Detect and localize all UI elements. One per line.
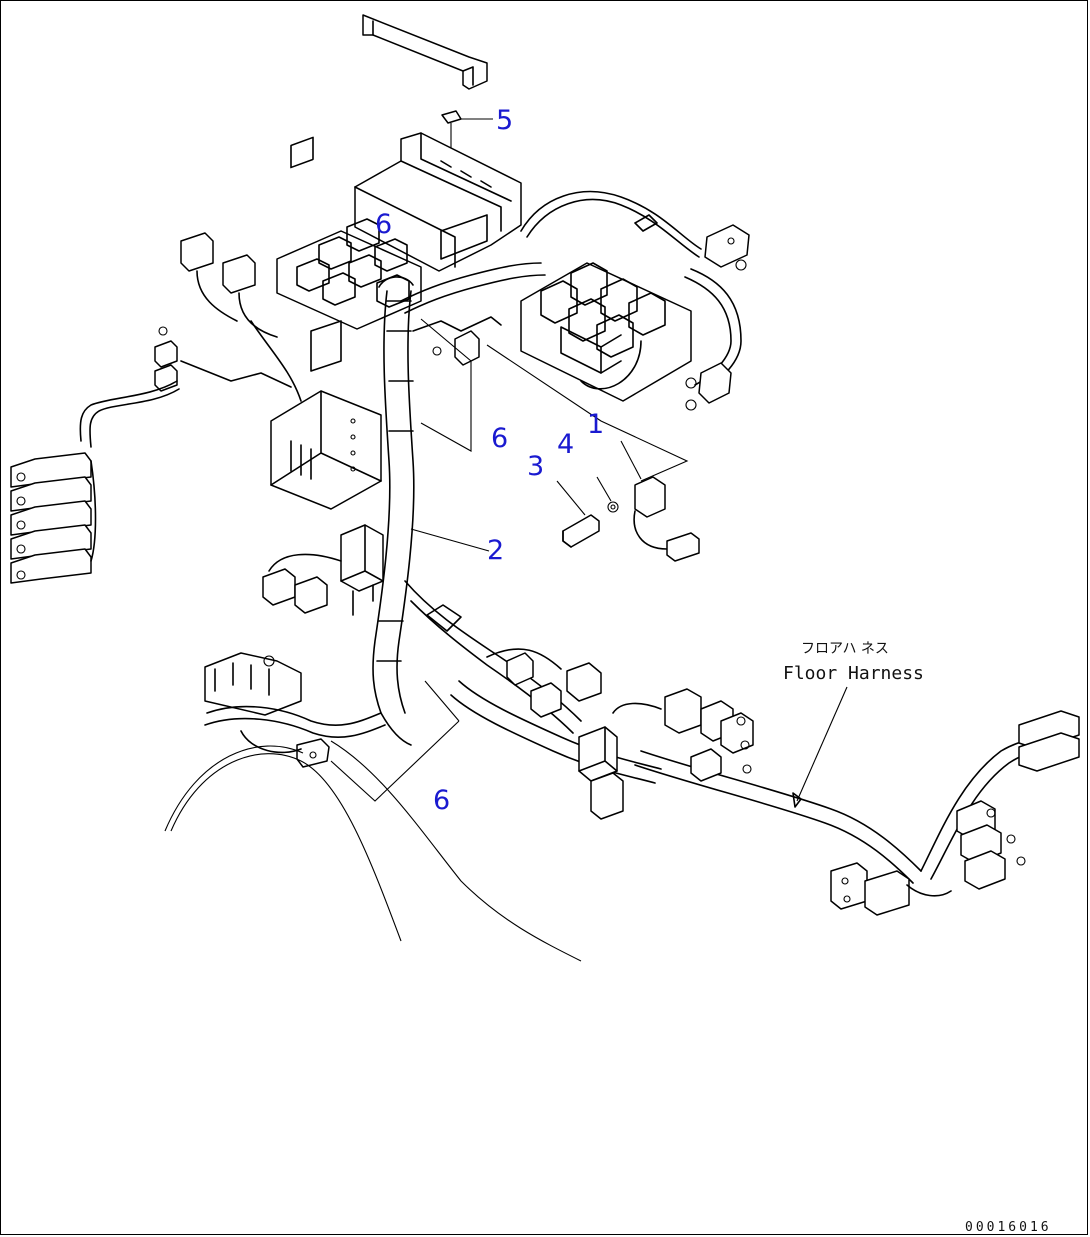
leader-lines-6-mid xyxy=(420,318,472,452)
drawing-number: 00016016 xyxy=(965,1220,1052,1235)
callout-labels: 5 6 6 1 4 3 2 6 xyxy=(375,105,604,816)
floor-harness-label: フロアハ ネス Floor Harness xyxy=(783,641,924,684)
callout-4: 4 xyxy=(557,429,574,460)
callout-6-bottom: 6 xyxy=(433,785,450,816)
lower-left-cluster xyxy=(164,652,582,962)
top-cover-part xyxy=(362,14,488,90)
floor-harness-label-jp: フロアハ ネス xyxy=(801,641,889,657)
callout-6-top: 6 xyxy=(375,209,392,240)
callout-5: 5 xyxy=(496,105,513,136)
upper-right-cable xyxy=(520,190,750,411)
relay-block-right xyxy=(520,262,692,402)
controller-box xyxy=(250,320,382,510)
callout-2: 2 xyxy=(487,535,504,566)
left-connectors xyxy=(10,232,292,584)
callout-6-mid: 6 xyxy=(491,423,508,454)
small-parts-1-3-4 xyxy=(486,344,700,562)
callout-3: 3 xyxy=(527,451,544,482)
fuse-box-top xyxy=(354,132,522,272)
main-harness-trunk xyxy=(372,262,546,714)
lower-harness xyxy=(262,524,662,820)
callout-1: 1 xyxy=(587,409,604,440)
floor-harness-label-en: Floor Harness xyxy=(783,663,924,684)
floor-harness xyxy=(612,686,1080,916)
